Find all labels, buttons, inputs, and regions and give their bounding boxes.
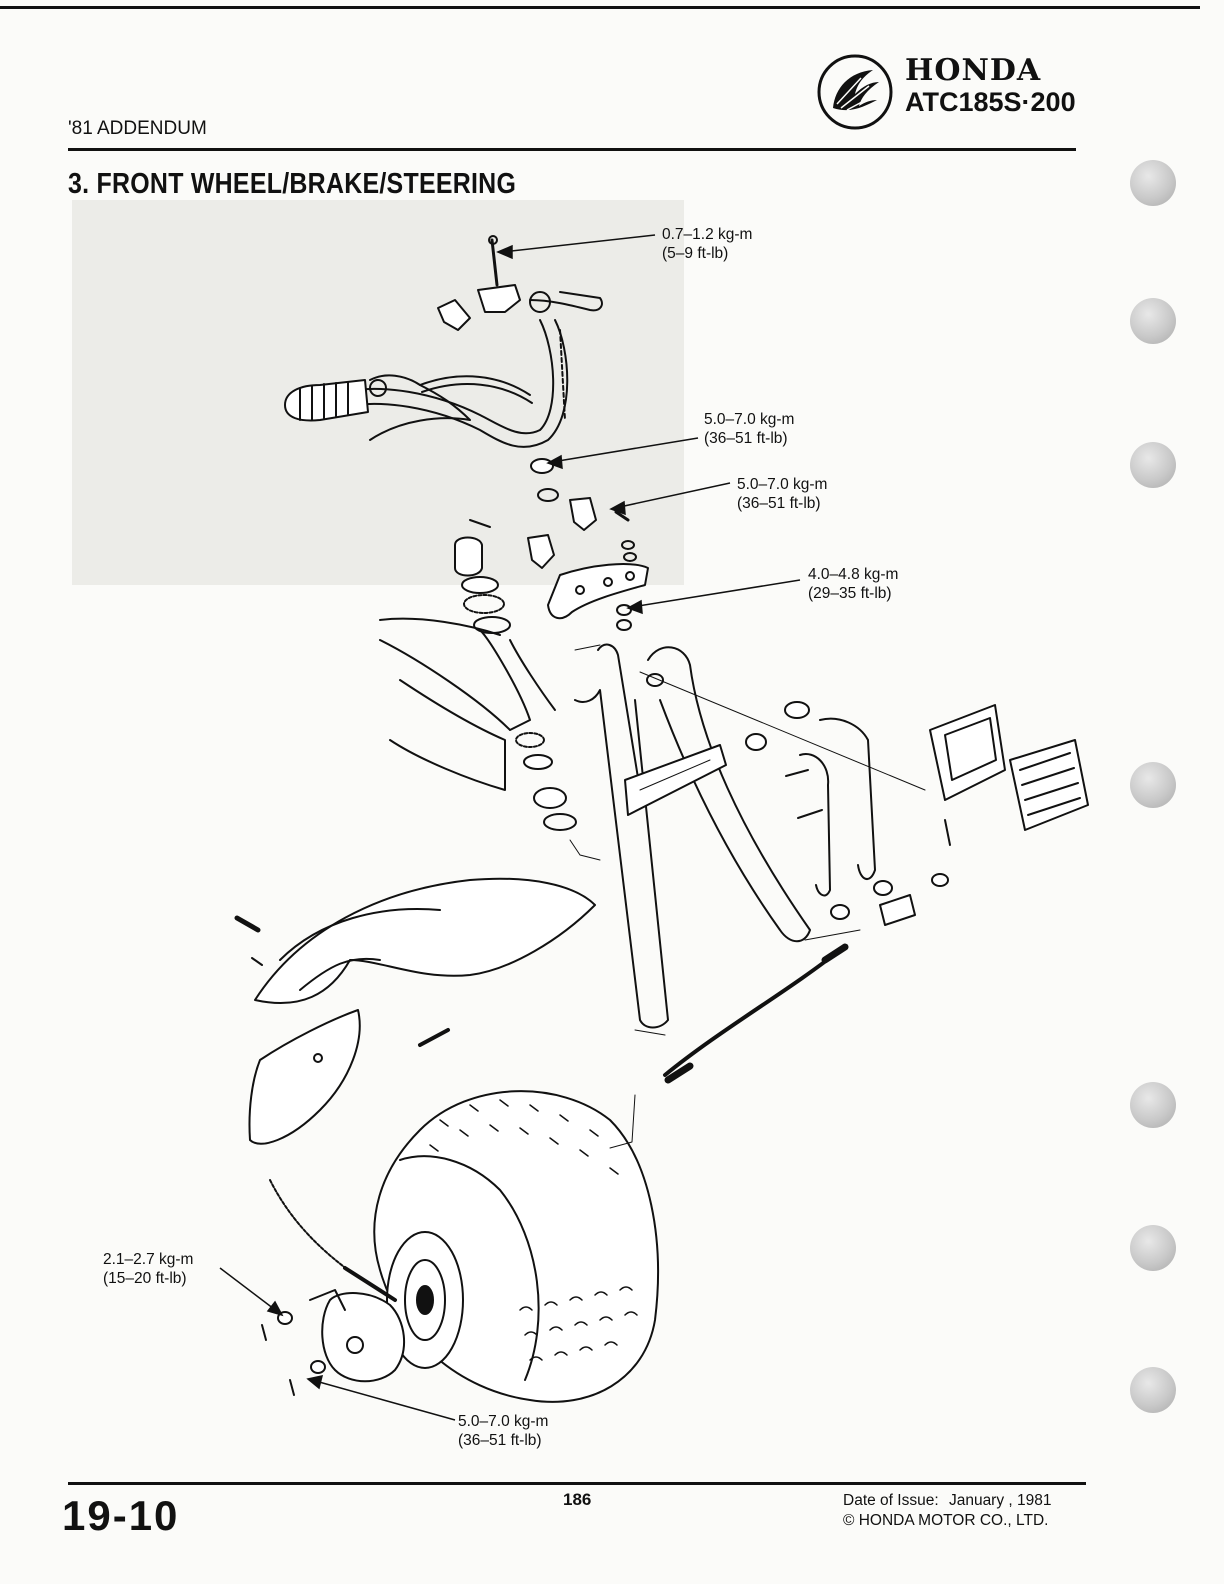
torque-imperial: (36–51 ft-lb): [458, 1431, 548, 1450]
page-code: 19-10: [62, 1492, 179, 1540]
torque-metric: 4.0–4.8 kg-m: [808, 565, 898, 584]
lower-seal: [534, 788, 566, 808]
brake-panel: [322, 1293, 404, 1381]
torque-imperial: (5–9 ft-lb): [662, 244, 752, 263]
issue-label: Date of Issue:: [843, 1492, 939, 1509]
axle-shaft: [665, 950, 840, 1075]
diagram-shade-panel: [72, 200, 684, 585]
torque-imperial: (29–35 ft-lb): [808, 584, 898, 603]
copyright: © HONDA MOTOR CO., LTD.: [843, 1512, 1048, 1530]
top-thread-nut: [455, 538, 482, 576]
headlight-housing: [930, 705, 1005, 800]
torque-callout-holder-bolt: 5.0–7.0 kg-m (36–51 ft-lb): [737, 475, 827, 513]
torque-callout-axle-nut: 5.0–7.0 kg-m (36–51 ft-lb): [458, 1412, 548, 1450]
torque-metric: 0.7–1.2 kg-m: [662, 225, 752, 244]
issue-date: Date of Issue: January , 1981: [843, 1490, 1052, 1512]
stem-nut: [531, 459, 553, 473]
torque-metric: 5.0–7.0 kg-m: [704, 410, 794, 429]
torque-metric: 5.0–7.0 kg-m: [737, 475, 827, 494]
torque-imperial: (15–20 ft-lb): [103, 1269, 193, 1288]
torque-callout-fork-pinch: 4.0–4.8 kg-m (29–35 ft-lb): [808, 565, 898, 603]
issue-date-value: January , 1981: [949, 1492, 1052, 1509]
brake-cable: [270, 1180, 355, 1275]
page-number: 186: [563, 1490, 591, 1510]
front-fork-left: [575, 690, 668, 1028]
torque-metric: 2.1–2.7 kg-m: [103, 1250, 193, 1269]
torque-metric: 5.0–7.0 kg-m: [458, 1412, 548, 1431]
footer-rule: [68, 1482, 1086, 1485]
torque-imperial: (36–51 ft-lb): [737, 494, 827, 513]
mudflap: [249, 1010, 359, 1144]
front-fork-right: [648, 647, 810, 941]
torque-callout-brake-arm: 2.1–2.7 kg-m (15–20 ft-lb): [103, 1250, 193, 1288]
torque-callout-stem-nut: 5.0–7.0 kg-m (36–51 ft-lb): [704, 410, 794, 448]
torque-callout-clamp-bolt: 0.7–1.2 kg-m (5–9 ft-lb): [662, 225, 752, 263]
torque-imperial: (36–51 ft-lb): [704, 429, 794, 448]
